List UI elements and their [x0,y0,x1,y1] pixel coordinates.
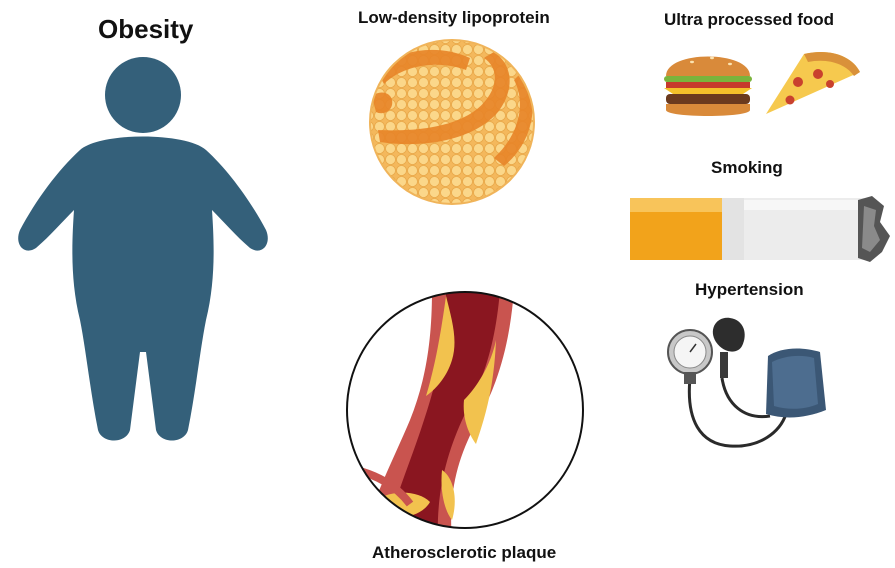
cigarette-icon [630,196,890,262]
burger-icon [664,57,752,117]
obesity-figure [18,57,268,441]
ldl-particle [370,40,534,204]
sphygmomanometer-icon [668,318,826,446]
pizza-slice-icon [766,52,860,114]
artery-cross-section [347,290,583,540]
